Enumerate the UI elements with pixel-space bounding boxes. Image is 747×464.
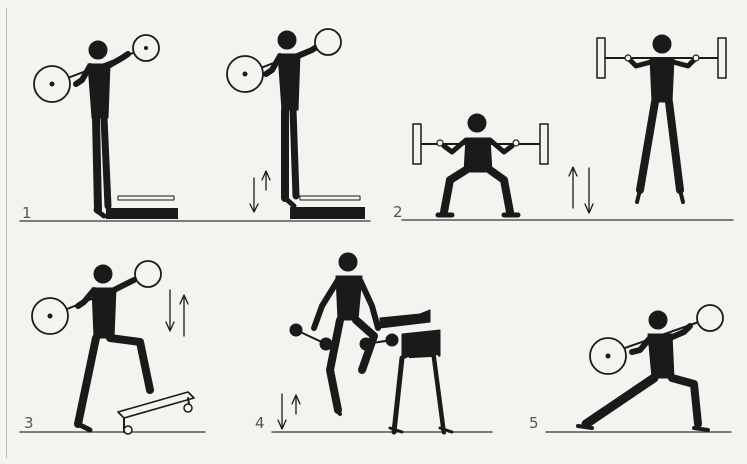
panel-1-arrows — [250, 171, 270, 212]
panel-2-figure-squat — [438, 114, 518, 215]
panel-4-arrows — [278, 394, 300, 429]
panel-number-1: 1 — [22, 206, 32, 221]
panel-2-figure-stand — [628, 35, 696, 202]
panel-number-4: 4 — [255, 416, 265, 431]
panel-1-figure-a — [76, 41, 178, 219]
panel-4-dumbbell-left — [290, 324, 332, 350]
panel-3-arrows — [166, 290, 188, 336]
panel-number-3: 3 — [24, 416, 34, 431]
panel-number-2: 2 — [393, 205, 403, 220]
panel-4-dumbbell-right — [360, 334, 398, 350]
panel-number-5: 5 — [529, 416, 539, 431]
panel-4-pommel-horse — [380, 310, 452, 432]
panel-4-figure — [314, 253, 378, 414]
panel-3-step-bench — [118, 392, 194, 434]
panel-2-arrows — [569, 167, 593, 213]
